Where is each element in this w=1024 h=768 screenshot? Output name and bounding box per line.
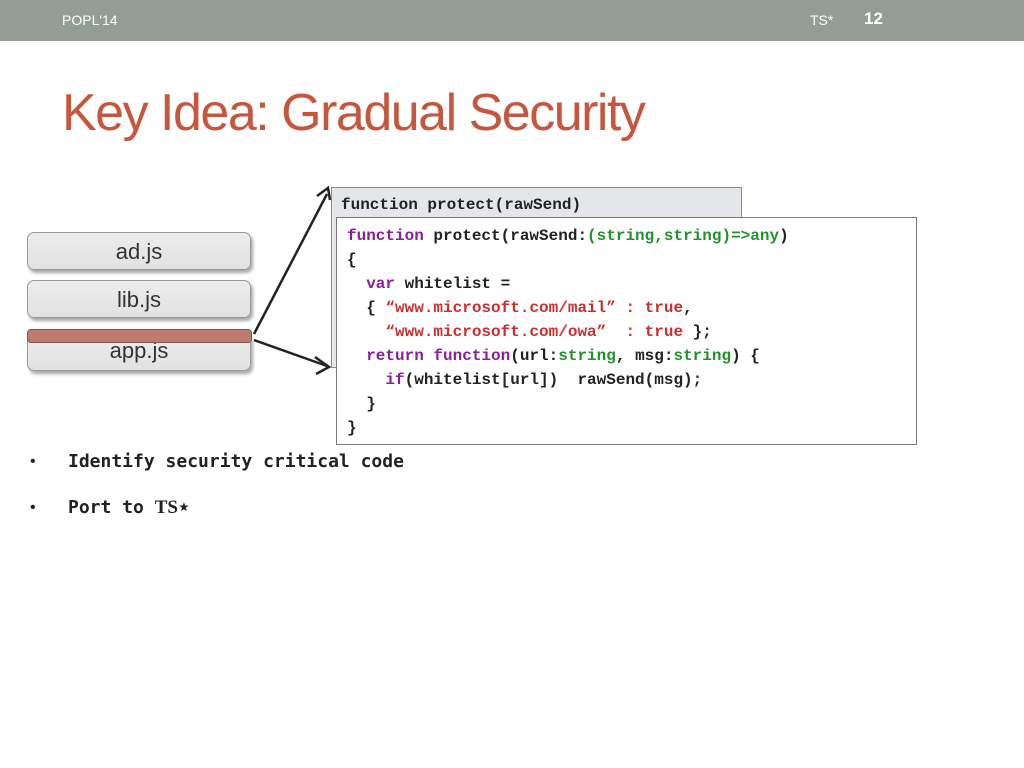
code-text: }; (683, 323, 712, 341)
slide-title: Key Idea: Gradual Security (62, 84, 646, 142)
arrow-up-head (316, 185, 332, 201)
code-type: string (673, 347, 732, 365)
code-type: (string,string)=>any (587, 227, 780, 245)
critical-code-highlight (27, 329, 252, 343)
code-keyword: return (366, 347, 424, 365)
code-text: ) (779, 227, 789, 245)
arrow-down-head (314, 355, 332, 376)
code-text: (url: (510, 347, 559, 365)
code-text: ) { (731, 347, 760, 365)
conference-label: POPL'14 (62, 12, 118, 28)
code-untyped-line: function protect(rawSend) (341, 196, 582, 214)
code-text: , (683, 299, 693, 317)
bullet-text: Identify security critical code (68, 451, 404, 472)
code-indent: { (347, 299, 386, 317)
code-keyword: function (347, 227, 424, 245)
bullet-icon: • (30, 453, 36, 470)
code-text: protect(rawSend: (423, 227, 588, 245)
arrow-up-line (252, 193, 329, 335)
file-ad-js-label: ad.js (115, 239, 163, 264)
bullet-item-identify: • Identify security critical code (30, 447, 404, 493)
ts-star-mark: TS⋆ (154, 497, 190, 518)
code-text: (whitelist[url]) rawSend(msg); (404, 371, 703, 389)
code-string: “www.microsoft.com/owa” : true (385, 323, 684, 341)
file-ad-js: ad.js (27, 232, 251, 270)
code-indent (347, 371, 385, 389)
file-lib-js: lib.js (27, 280, 251, 318)
code-keyword: var (366, 275, 396, 293)
code-text: whitelist = (395, 275, 511, 293)
code-box-typed: function protect(rawSend:(string,string)… (336, 217, 917, 445)
code-space (424, 347, 434, 365)
code-type: string (558, 347, 616, 365)
header-bar: POPL'14 TS* 12 (0, 0, 1024, 41)
code-text: } (347, 395, 376, 413)
code-indent (347, 347, 366, 365)
arrow-down-line (253, 338, 328, 368)
bullet-text: Port to (68, 497, 155, 518)
code-string: “www.microsoft.com/mail” : true (385, 299, 684, 317)
bullet-item-port: • Port to TS⋆ (30, 493, 404, 539)
code-indent (347, 323, 385, 341)
code-keyword: if (385, 371, 405, 389)
code-text: { (347, 251, 357, 269)
file-lib-js-label: lib.js (116, 287, 161, 312)
bullet-list: • Identify security critical code • Port… (30, 447, 404, 539)
code-indent (347, 275, 366, 293)
code-typed-block: function protect(rawSend:(string,string)… (347, 224, 789, 440)
slide-number: 12 (864, 9, 883, 28)
short-title-label: TS* (810, 12, 834, 28)
bullet-icon: • (30, 499, 36, 516)
code-keyword: function (433, 347, 511, 365)
code-text: } (347, 419, 357, 437)
code-text: , msg: (615, 347, 674, 365)
